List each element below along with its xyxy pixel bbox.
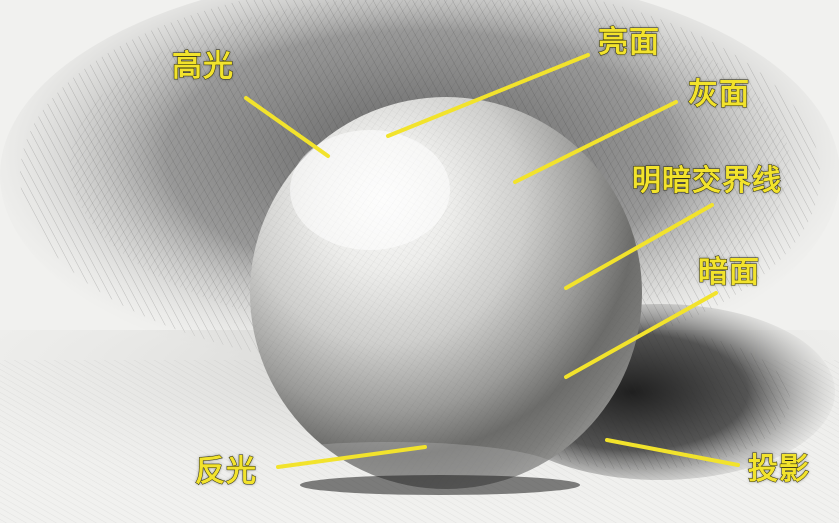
light-side-leader-line — [386, 53, 590, 138]
label-light-side: 亮面 — [598, 25, 660, 60]
core-shadow-leader-line — [564, 291, 718, 379]
label-core-shadow: 暗面 — [698, 255, 760, 290]
leader-lines — [244, 53, 740, 469]
label-reflected-light: 反光 — [195, 454, 257, 489]
cast-shadow-leader-line — [605, 438, 740, 467]
label-halftone: 灰面 — [688, 77, 750, 112]
reflected-light-leader-line — [276, 445, 427, 469]
label-terminator: 明暗交界线 — [631, 163, 783, 197]
label-highlight: 高光 — [172, 49, 234, 84]
halftone-leader-line — [513, 100, 678, 184]
highlight-leader-line — [244, 96, 330, 158]
terminator-leader-line — [564, 203, 714, 290]
label-cast-shadow: 投影 — [748, 452, 810, 487]
